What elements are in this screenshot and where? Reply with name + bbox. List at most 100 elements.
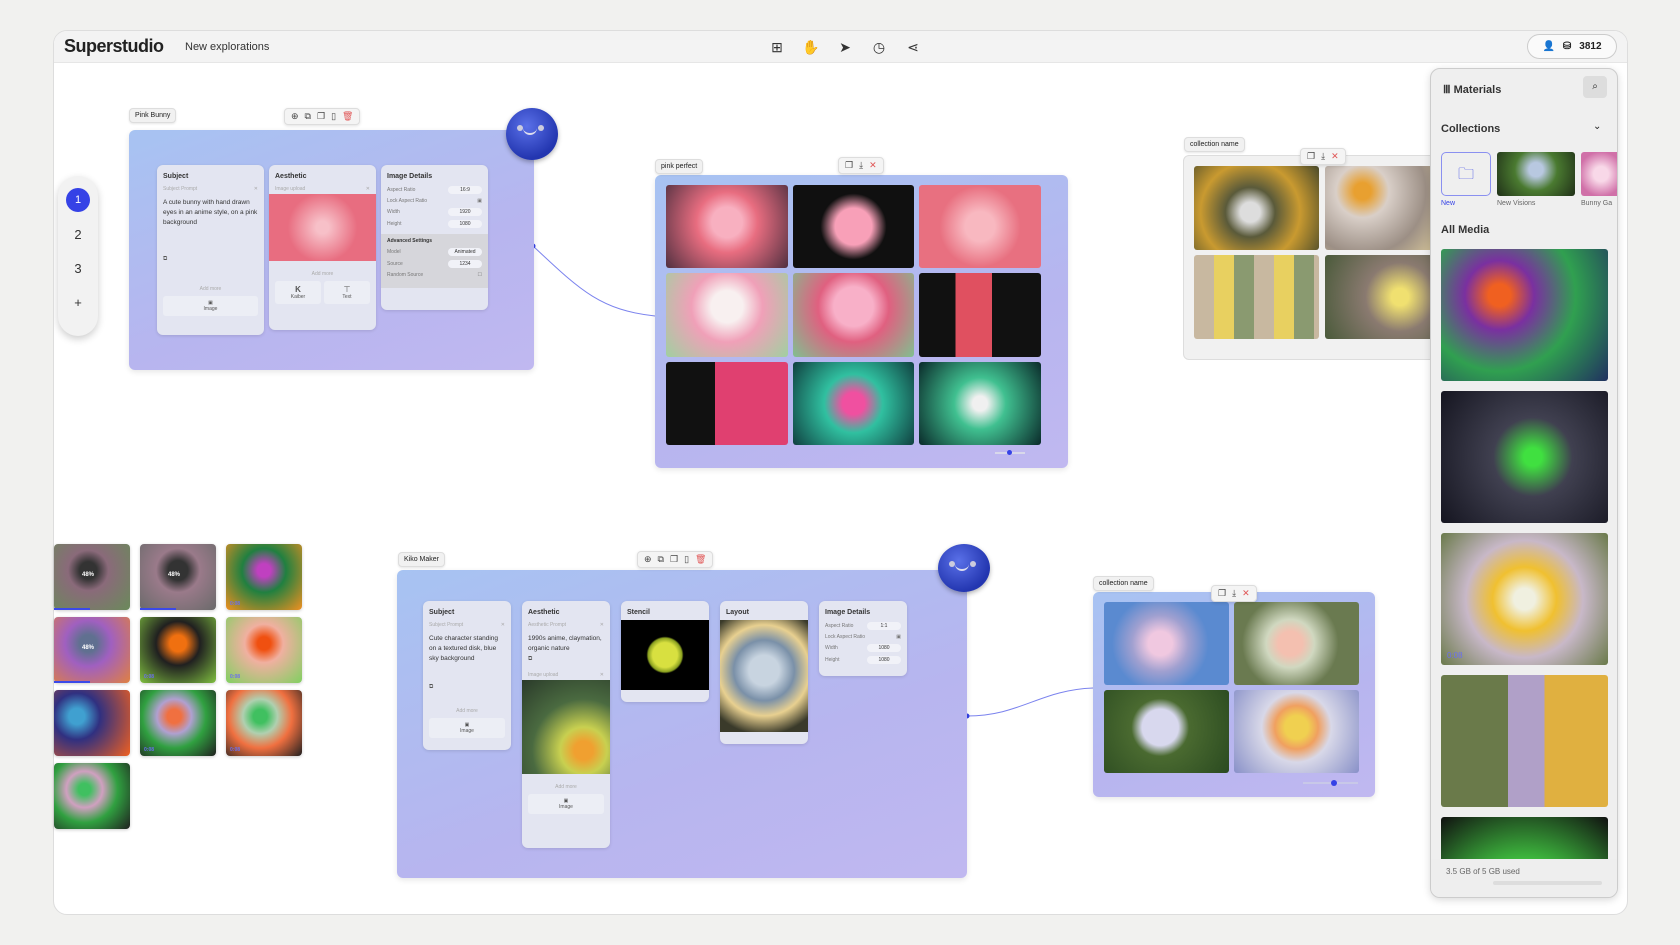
aspect-select[interactable]: 16:9: [448, 186, 482, 194]
text-button[interactable]: ⊤Text: [324, 281, 370, 304]
project-name[interactable]: New explorations: [185, 41, 270, 53]
download-icon[interactable]: ⤓: [859, 160, 864, 170]
generated-image[interactable]: [792, 273, 915, 357]
pink-perfect-board[interactable]: [655, 175, 1068, 468]
generation-thumb[interactable]: 48%: [54, 544, 130, 610]
duplicate-icon[interactable]: ❐: [845, 160, 854, 170]
board-label[interactable]: collection name: [1184, 137, 1245, 152]
aspect-select[interactable]: 1:1: [867, 622, 901, 630]
generated-image[interactable]: [792, 361, 915, 445]
collection-image[interactable]: [1234, 602, 1359, 685]
generation-thumb[interactable]: 0:08: [226, 544, 302, 610]
add-icon[interactable]: ⊕: [644, 554, 652, 564]
close-icon[interactable]: ✕: [500, 622, 505, 628]
width-input[interactable]: 1080: [867, 644, 901, 652]
close-icon[interactable]: ✕: [869, 160, 877, 170]
collection-image[interactable]: [1325, 166, 1450, 250]
generation-thumb[interactable]: 0:08: [140, 690, 216, 756]
layout-image[interactable]: [720, 620, 808, 732]
remix-icon[interactable]: ⧉: [304, 111, 311, 121]
source-select[interactable]: 1234: [448, 260, 482, 268]
media-item[interactable]: [1441, 817, 1608, 859]
media-item[interactable]: [1441, 391, 1608, 523]
pink-bunny-board[interactable]: Subject Subject Prompt✕ A cute bunny wit…: [129, 130, 534, 370]
collection-image[interactable]: [1194, 166, 1319, 250]
media-item[interactable]: 0:08: [1441, 533, 1608, 665]
delete-icon[interactable]: 🗑: [695, 554, 707, 564]
height-input[interactable]: 1080: [448, 220, 482, 228]
board-label[interactable]: Kiko Maker: [398, 552, 446, 567]
generation-thumb[interactable]: [54, 690, 130, 756]
collection-image[interactable]: [1104, 690, 1229, 773]
generation-thumb[interactable]: 0:08: [140, 617, 216, 683]
hand-icon[interactable]: ✋: [802, 38, 820, 55]
close-icon[interactable]: ✕: [1242, 588, 1250, 598]
new-collection-button[interactable]: 🗀: [1441, 152, 1491, 196]
media-item[interactable]: [1441, 675, 1608, 807]
copy-icon[interactable]: ⧉: [429, 684, 434, 690]
generation-thumb[interactable]: [54, 763, 130, 829]
close-icon[interactable]: ✕: [365, 186, 370, 192]
search-icon[interactable]: ⌕: [1583, 76, 1607, 98]
close-icon[interactable]: ✕: [599, 672, 604, 678]
add-frame-icon[interactable]: ⊞: [771, 38, 783, 55]
duplicate-icon[interactable]: ❐: [1307, 151, 1316, 161]
slider[interactable]: [995, 450, 1025, 455]
height-input[interactable]: 1080: [867, 656, 901, 664]
generated-image[interactable]: [666, 361, 788, 445]
generation-thumb[interactable]: 48%: [54, 617, 130, 683]
generation-thumb[interactable]: 48%: [140, 544, 216, 610]
collection-top-board[interactable]: [1183, 155, 1450, 360]
generation-thumb[interactable]: 0:08: [226, 690, 302, 756]
subject-prompt[interactable]: Cute character standing on a textured di…: [429, 635, 499, 662]
page-3[interactable]: 3: [74, 260, 82, 276]
download-icon[interactable]: ⤓: [1321, 151, 1326, 161]
close-icon[interactable]: ✕: [1331, 151, 1339, 161]
kiko-maker-board[interactable]: Subject Subject Prompt✕ Cute character s…: [397, 570, 967, 878]
model-select[interactable]: Animated: [448, 248, 482, 256]
generated-image[interactable]: [666, 273, 788, 357]
lock-checkbox[interactable]: ▣: [896, 634, 901, 640]
slider[interactable]: [1303, 780, 1358, 786]
history-icon[interactable]: ◷: [872, 38, 886, 55]
collection-image[interactable]: [1104, 602, 1229, 685]
delete-icon[interactable]: 🗑: [342, 111, 354, 121]
random-checkbox[interactable]: ☐: [477, 272, 482, 278]
collection-thumb[interactable]: [1581, 152, 1617, 196]
add-image-button[interactable]: ▣Image: [429, 718, 505, 738]
collection-bottom-board[interactable]: [1093, 592, 1375, 797]
pointer-icon[interactable]: ➤: [839, 38, 851, 55]
board-label[interactable]: Pink Bunny: [129, 108, 177, 123]
aesthetic-image[interactable]: [269, 194, 376, 261]
copy-icon[interactable]: ⧉: [163, 256, 168, 262]
collection-image[interactable]: [1325, 255, 1450, 339]
aesthetic-image[interactable]: [522, 680, 610, 774]
lock-checkbox[interactable]: ▣: [477, 198, 482, 204]
mascot-avatar[interactable]: [506, 108, 558, 160]
add-image-button[interactable]: ▣Image: [528, 794, 604, 814]
generated-image[interactable]: [919, 361, 1041, 445]
page-1[interactable]: 1: [66, 188, 90, 212]
mascot-avatar[interactable]: [938, 544, 990, 592]
add-icon[interactable]: ⊕: [291, 111, 299, 121]
duplicate-icon[interactable]: ❐: [669, 554, 679, 564]
account-credits[interactable]: 👤 ⛁ 3812: [1527, 34, 1617, 59]
copy-icon[interactable]: ⧉: [528, 656, 533, 662]
subject-prompt[interactable]: A cute bunny with hand drawn eyes in an …: [163, 199, 258, 226]
stencil-image[interactable]: [621, 620, 709, 690]
add-image-button[interactable]: ▣Image: [163, 296, 258, 316]
collection-image[interactable]: [1234, 690, 1359, 773]
width-input[interactable]: 1920: [448, 208, 482, 216]
share-icon[interactable]: ⋖: [907, 38, 919, 55]
generated-image[interactable]: [792, 185, 915, 269]
generation-thumb[interactable]: 0:08: [226, 617, 302, 683]
page-2[interactable]: 2: [74, 226, 82, 242]
collection-thumb[interactable]: [1497, 152, 1575, 196]
media-item[interactable]: [1441, 249, 1608, 381]
logo[interactable]: Superstudio: [64, 36, 164, 56]
bookmark-icon[interactable]: ▯: [684, 554, 690, 564]
user-icon[interactable]: 👤: [1542, 41, 1555, 52]
duplicate-icon[interactable]: ❐: [1218, 588, 1227, 598]
bookmark-icon[interactable]: ▯: [331, 111, 337, 121]
